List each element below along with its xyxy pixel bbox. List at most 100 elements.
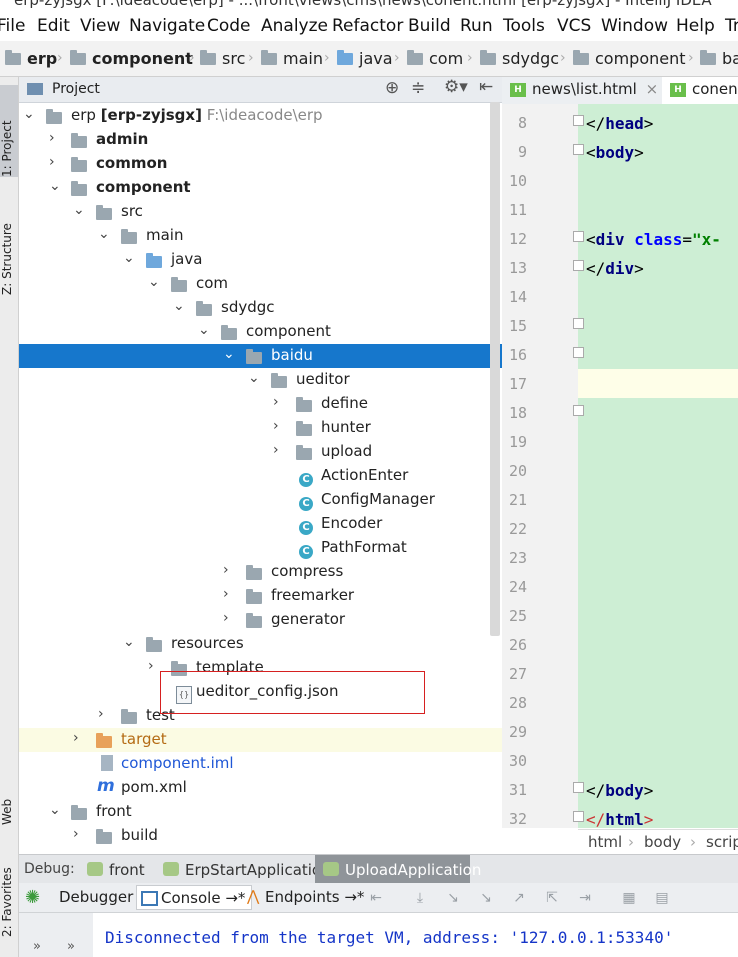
tree-item-hunter[interactable]: › hunter	[273, 418, 371, 436]
breadcrumb-src[interactable]: src	[200, 49, 245, 68]
evaluate-expression-icon[interactable]: ▦	[622, 890, 636, 906]
tree-item-configmanager[interactable]: C ConfigManager	[19, 488, 502, 512]
show-execution-point-icon[interactable]: ⇤	[370, 890, 382, 906]
tree-item-component-iml[interactable]: component.iml	[19, 752, 502, 776]
chevron-right-icon[interactable]: ›	[223, 586, 229, 602]
chevron-down-icon[interactable]: ⌄	[23, 106, 35, 122]
tree-item-sdydgc[interactable]: ⌄ sdydgc	[173, 298, 275, 316]
step-out-icon[interactable]: ↗	[513, 890, 525, 906]
tree-item-upload[interactable]: › upload	[273, 442, 373, 460]
chevron-right-icon[interactable]: ›	[49, 130, 55, 146]
tree-item-admin[interactable]: › admin	[49, 130, 149, 148]
fold-marker-icon[interactable]	[573, 260, 584, 271]
tree-item-component-pkg[interactable]: ⌄ component	[198, 322, 331, 340]
breadcrumb-com[interactable]: com	[407, 49, 463, 68]
fold-marker-icon[interactable]	[573, 115, 584, 126]
tab-endpoints[interactable]: ⋀ Endpoints →*	[247, 887, 365, 906]
fold-marker-icon[interactable]	[573, 782, 584, 793]
menu-refactor[interactable]: Refactor	[332, 16, 404, 36]
breadcrumb-java[interactable]: java	[337, 49, 393, 68]
chevron-right-icon[interactable]: ›	[273, 394, 279, 410]
fold-marker-icon[interactable]	[573, 231, 584, 242]
drop-frame-icon[interactable]: ⇱	[546, 890, 558, 906]
tree-item-front[interactable]: ⌄ front	[49, 802, 132, 820]
tree-item-target[interactable]: › target	[19, 728, 502, 752]
tree-item-main[interactable]: ⌄ main	[98, 226, 184, 244]
tree-item-resources[interactable]: ⌄ resources	[123, 634, 244, 652]
chevron-down-icon[interactable]: ⌄	[173, 298, 185, 314]
menu-analyze[interactable]: Analyze	[261, 16, 328, 36]
editor-crumb-body[interactable]: body	[644, 833, 682, 851]
menu-run[interactable]: Run	[460, 16, 493, 36]
layout-icon[interactable]: ▤	[655, 890, 669, 906]
more-left-icon[interactable]: »	[33, 939, 41, 954]
tree-item-pom-xml[interactable]: m pom.xml	[97, 776, 187, 796]
tab-conent[interactable]: H conen	[662, 77, 738, 106]
menu-file[interactable]: File	[0, 16, 26, 36]
step-into-icon[interactable]: ↘	[447, 890, 459, 906]
step-over-icon[interactable]: ⤓	[416, 890, 424, 906]
breadcrumb-sdydgc[interactable]: sdydgc	[480, 49, 559, 68]
menu-edit[interactable]: Edit	[37, 16, 70, 36]
chevron-down-icon[interactable]: ⌄	[148, 274, 160, 290]
menu-view[interactable]: View	[80, 16, 121, 36]
menu-navigate[interactable]: Navigate	[129, 16, 206, 36]
tab-debugger[interactable]: Debugger	[59, 888, 134, 906]
menu-help[interactable]: Help	[676, 16, 715, 36]
locate-icon[interactable]: ⊕	[385, 78, 400, 98]
structure-tool-tab[interactable]: Z: Structure	[0, 223, 14, 295]
menu-build[interactable]: Build	[408, 16, 451, 36]
collapse-all-icon[interactable]: ≑	[411, 78, 426, 98]
tree-item-encoder[interactable]: C Encoder	[19, 512, 502, 536]
more-right-icon[interactable]: »	[67, 939, 75, 954]
tree-item-pathformat[interactable]: C PathFormat	[19, 536, 502, 560]
debug-tab-front[interactable]: front	[79, 855, 151, 884]
tree-item-define[interactable]: › define	[273, 394, 368, 412]
chevron-down-icon[interactable]: ⌄	[198, 322, 210, 338]
tree-item-freemarker[interactable]: › freemarker	[223, 586, 355, 604]
tree-item-com[interactable]: ⌄ com	[148, 274, 229, 292]
bug-icon[interactable]: ✺	[25, 887, 41, 908]
chevron-down-icon[interactable]: ⌄	[248, 370, 260, 386]
chevron-right-icon[interactable]: ›	[148, 658, 154, 674]
tab-console[interactable]: Console →*	[136, 885, 253, 910]
chevron-right-icon[interactable]: ›	[49, 154, 55, 170]
menu-window[interactable]: Window	[601, 16, 669, 36]
tab-news-list[interactable]: H news\list.html ×	[502, 77, 667, 106]
debug-tab-erpstartapplication[interactable]: ErpStartApplication	[155, 855, 331, 884]
fold-marker-icon[interactable]	[573, 347, 584, 358]
breadcrumb-baidu[interactable]: ba	[700, 49, 738, 68]
tree-scrollbar[interactable]	[490, 102, 500, 636]
fold-marker-icon[interactable]	[573, 405, 584, 416]
chevron-right-icon[interactable]: ›	[273, 442, 279, 458]
tree-item-generator[interactable]: › generator	[223, 610, 346, 628]
web-tool-tab[interactable]: Web	[0, 798, 14, 825]
tree-item-java[interactable]: ⌄ java	[123, 250, 203, 268]
tree-item-baidu[interactable]: ⌄ baidu	[19, 344, 502, 368]
tree-item-ueditor-config-json[interactable]: {} ueditor_config.json	[19, 680, 502, 704]
tree-item-src[interactable]: ⌄ src	[73, 202, 143, 220]
chevron-right-icon[interactable]: ›	[98, 706, 104, 722]
chevron-right-icon[interactable]: ›	[73, 826, 79, 842]
tree-item-common[interactable]: › common	[49, 154, 168, 172]
fold-marker-icon[interactable]	[573, 811, 584, 822]
breadcrumb-component[interactable]: component	[70, 49, 193, 68]
chevron-right-icon[interactable]: ›	[223, 610, 229, 626]
menu-overflow[interactable]: Tr	[725, 16, 738, 36]
chevron-down-icon[interactable]: ⌄	[49, 802, 61, 818]
debug-tab-uploadapplication[interactable]: UploadApplication	[315, 855, 481, 884]
fold-marker-icon[interactable]	[573, 144, 584, 155]
breadcrumb-component-pkg[interactable]: component	[573, 49, 686, 68]
chevron-down-icon[interactable]: ⌄	[73, 202, 85, 218]
tree-item-compress[interactable]: › compress	[223, 562, 344, 580]
chevron-down-icon[interactable]: ⌄	[123, 250, 135, 266]
hide-panel-icon[interactable]: ⇤	[479, 77, 494, 97]
editor-crumb-script[interactable]: scrip	[706, 833, 738, 851]
tree-item-erp[interactable]: ⌄ erp [erp-zyjsgx] F:\ideacode\erp	[23, 106, 323, 124]
project-tool-tab[interactable]: 1: Project	[0, 85, 18, 177]
editor-crumb-html[interactable]: html	[588, 833, 623, 851]
breadcrumb-main[interactable]: main	[261, 49, 323, 68]
gear-icon[interactable]: ⚙▾	[444, 77, 468, 97]
chevron-down-icon[interactable]: ⌄	[49, 178, 61, 194]
tree-item-test[interactable]: › test	[98, 706, 175, 724]
